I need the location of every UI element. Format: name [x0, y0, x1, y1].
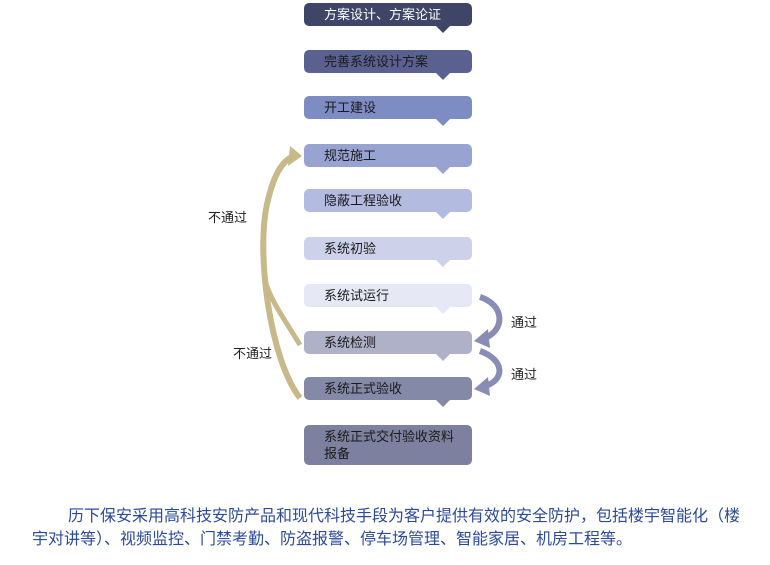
process-step: 完善系统设计方案: [304, 50, 472, 80]
process-step-label: 规范施工: [324, 149, 377, 164]
pass-label-2: 通过: [511, 368, 538, 383]
pass-arrowhead-1-icon: [474, 329, 490, 348]
fail-arrow-to-construction: [260, 154, 303, 400]
process-step: 系统试运行: [304, 284, 472, 314]
process-step: 系统正式验收: [304, 377, 472, 407]
process-step-label: 开工建设: [324, 101, 377, 116]
process-step: 开工建设: [304, 96, 472, 126]
fail-arrowhead-icon: [288, 146, 302, 166]
process-step-label: 系统初验: [324, 242, 377, 257]
process-step: 系统初验: [304, 237, 472, 267]
process-step-label: 方案设计、方案论证: [324, 8, 442, 23]
process-step-label: 系统正式验收: [324, 382, 403, 397]
fail-arrow-branch: [262, 279, 303, 347]
process-step: 隐蔽工程验收: [304, 189, 472, 219]
process-step-label: 系统正式交付验收资料报备: [324, 430, 455, 462]
fail-label-1: 不通过: [208, 211, 248, 226]
process-step-label: 完善系统设计方案: [324, 55, 429, 70]
pass-arrow-2: [478, 348, 503, 389]
process-step: 规范施工: [304, 144, 472, 174]
pass-arrow-1: [478, 294, 503, 341]
process-step-label: 隐蔽工程验收: [324, 194, 403, 209]
pass-label-1: 通过: [511, 316, 538, 331]
fail-label-2: 不通过: [233, 347, 273, 362]
process-step: 系统检测: [304, 331, 472, 361]
company-description: 历下保安采用高科技安防产品和现代科技手段为客户提供有效的安全防护，包括楼宇智能化…: [32, 506, 741, 548]
process-step: 系统正式交付验收资料报备: [304, 425, 472, 465]
process-step-label: 系统检测: [324, 336, 377, 351]
process-step: 方案设计、方案论证: [304, 3, 472, 33]
process-step-label: 系统试运行: [324, 289, 390, 304]
pass-arrowhead-2-icon: [474, 377, 490, 396]
